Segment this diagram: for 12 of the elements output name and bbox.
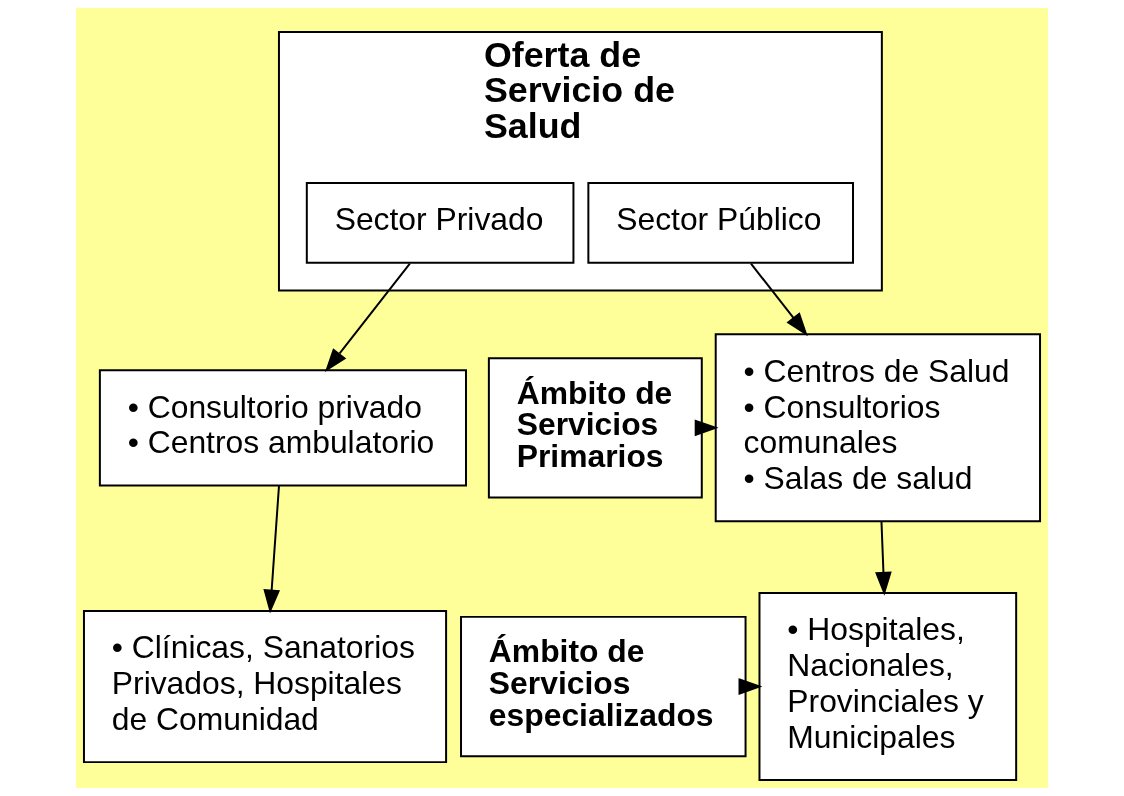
arrow <box>263 484 281 614</box>
node-box: Sector Privado <box>305 182 575 264</box>
node-box: Sector Público <box>587 182 854 264</box>
node-box: • Consultorio privado • Centros ambulatorio <box>98 369 467 487</box>
arrow <box>324 262 411 373</box>
arrow <box>750 262 808 337</box>
arrow <box>738 678 763 695</box>
node-box: • Centros de Salud • Consultorios comunales • Salas de salud <box>714 333 1042 523</box>
node-box: • Hospitales, Nacionales, Provinciales y Municipales <box>758 592 1018 782</box>
node-box: • Clínicas, Sanatorios Privados, Hospitales de Comunidad <box>82 609 448 764</box>
arrow <box>694 419 719 437</box>
arrow <box>875 520 892 596</box>
